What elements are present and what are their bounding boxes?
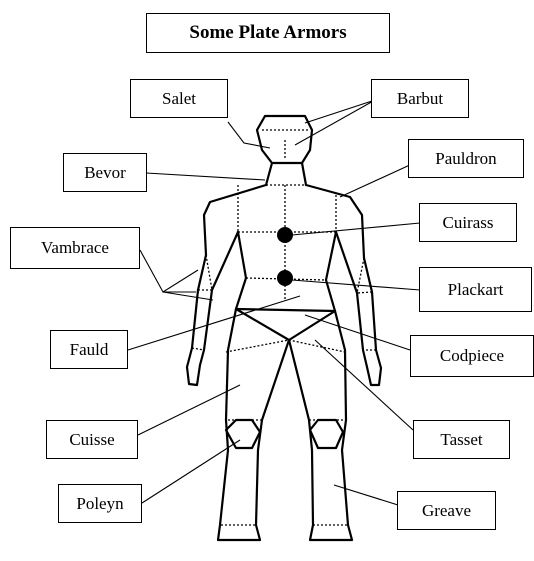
left-knee xyxy=(226,420,260,448)
label-pauldron: Pauldron xyxy=(408,139,524,178)
seam-upper-arm-r xyxy=(357,258,364,293)
leader-salet xyxy=(228,122,270,148)
label-fauld: Fauld xyxy=(50,330,128,369)
right-knee xyxy=(310,420,343,448)
label-vambrace: Vambrace xyxy=(10,227,140,269)
leader-barbut xyxy=(295,100,375,145)
label-tasset: Tasset xyxy=(413,420,510,459)
leader-pauldron xyxy=(340,164,412,197)
label-cuirass: Cuirass xyxy=(419,203,517,242)
label-bevor: Bevor xyxy=(63,153,147,192)
leader-cuisse xyxy=(138,385,240,435)
right-arm xyxy=(336,232,381,385)
cuirass-marker xyxy=(277,227,293,243)
seam-helmet xyxy=(262,130,310,158)
label-greave: Greave xyxy=(397,491,496,530)
label-poleyn: Poleyn xyxy=(58,484,142,523)
diagram-title: Some Plate Armors xyxy=(146,13,390,53)
left-leg xyxy=(218,309,289,540)
torso-outline xyxy=(204,185,364,258)
label-cuisse: Cuisse xyxy=(46,420,138,459)
leader-fauld xyxy=(128,296,300,350)
torso-inner-right xyxy=(326,232,336,311)
seam-forearm xyxy=(192,290,376,350)
waist-outline xyxy=(236,309,335,340)
torso-inner-left xyxy=(236,232,246,309)
label-barbut: Barbut xyxy=(371,79,469,118)
seam-upper-arm xyxy=(206,255,212,290)
seam-shoulders xyxy=(238,185,336,232)
label-plackart: Plackart xyxy=(419,267,532,312)
left-arm xyxy=(187,232,238,385)
plackart-marker xyxy=(277,270,293,286)
neck-outline xyxy=(266,163,306,185)
leader-cuirass xyxy=(292,223,420,235)
leader-bevor xyxy=(146,173,265,180)
label-salet: Salet xyxy=(130,79,228,118)
label-codpiece: Codpiece xyxy=(410,335,534,377)
leader-greave xyxy=(334,485,398,505)
